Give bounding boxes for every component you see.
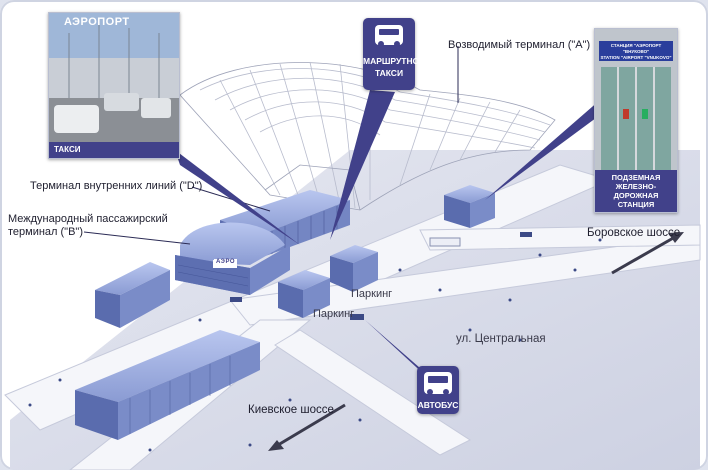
airport-sign: АЭРОПОРТ: [64, 16, 130, 28]
station-sign: СТАНЦИЯ "АЭРОПОРТ "ВНУКОВО" STATION "AIR…: [599, 41, 673, 61]
terminal-d-label: Терминал внутренних линий ("D"): [30, 180, 203, 192]
shuttle-label-line1: МАРШРУТНОЕ: [363, 56, 425, 66]
parking-label-2: Паркинг: [313, 308, 355, 320]
shuttle-pointer: [330, 90, 395, 240]
central-road: [229, 234, 701, 326]
kievskoe-arrow: [268, 403, 346, 451]
taxi-photo-image: [49, 13, 179, 143]
annex-building-1: [95, 262, 170, 328]
long-building: [75, 330, 260, 440]
taxi-pointer: [175, 150, 300, 245]
kievskoe-label: Киевское шоссе: [248, 404, 334, 416]
station-sign-line2: STATION "AIRPORT "VNUKOVO": [600, 55, 672, 60]
borovskoe-road: [419, 224, 701, 251]
parking-building-1: [278, 270, 330, 318]
station-pointer: [485, 100, 600, 200]
station-photo: СТАНЦИЯ "АЭРОПОРТ "ВНУКОВО" STATION "AIR…: [594, 28, 678, 213]
shuttle-taxi-badge: МАРШРУТНОЕ ТАКСИ: [363, 18, 425, 90]
parking-building-2: [330, 245, 378, 292]
terminal-a-label: Возводимый терминал ("А"): [448, 39, 591, 51]
station-caption: ПОДЗЕМНАЯ ЖЕЛЕЗНО- ДОРОЖНАЯ СТАНЦИЯ: [595, 170, 677, 212]
station-caption-line1: ПОДЗЕМНАЯ ЖЕЛЕЗНО-: [611, 173, 661, 191]
taxi-caption: ТАКСИ: [49, 142, 179, 158]
station-building: [444, 185, 495, 228]
bus-icon: [424, 372, 452, 395]
terminal-b-label: Международный пассажирский терминал ("В"…: [8, 213, 168, 239]
bus-label: АВТОБУС: [417, 400, 459, 410]
borovskoe-label: Боровское шоссе: [587, 227, 681, 239]
bus-badge: АВТОБУС: [417, 366, 459, 414]
tsentralnaya-label: ул. Центральная: [456, 333, 546, 345]
terminal-b-building: [175, 222, 290, 295]
vehicles: [28, 232, 602, 452]
bus-pointer: [365, 320, 428, 378]
bus-icon: [375, 25, 403, 47]
borovskoe-arrow: [611, 232, 684, 275]
shuttle-label-line2: ТАКСИ: [374, 68, 404, 78]
station-sign-line1: СТАНЦИЯ "АЭРОПОРТ "ВНУКОВО": [610, 43, 662, 54]
terminal-b-label-line2: терминал ("В"): [8, 226, 83, 238]
station-caption-line2: ДОРОЖНАЯ СТАНЦИЯ: [613, 191, 659, 209]
terminal-b-label-line1: Международный пассажирский: [8, 213, 168, 225]
taxi-photo: АЭРОПОРТ ТАКСИ: [48, 12, 180, 159]
parking-label-1: Паркинг: [351, 288, 393, 300]
cross-road: [274, 329, 472, 456]
terminal-b-sign: АЭРО: [214, 259, 238, 265]
